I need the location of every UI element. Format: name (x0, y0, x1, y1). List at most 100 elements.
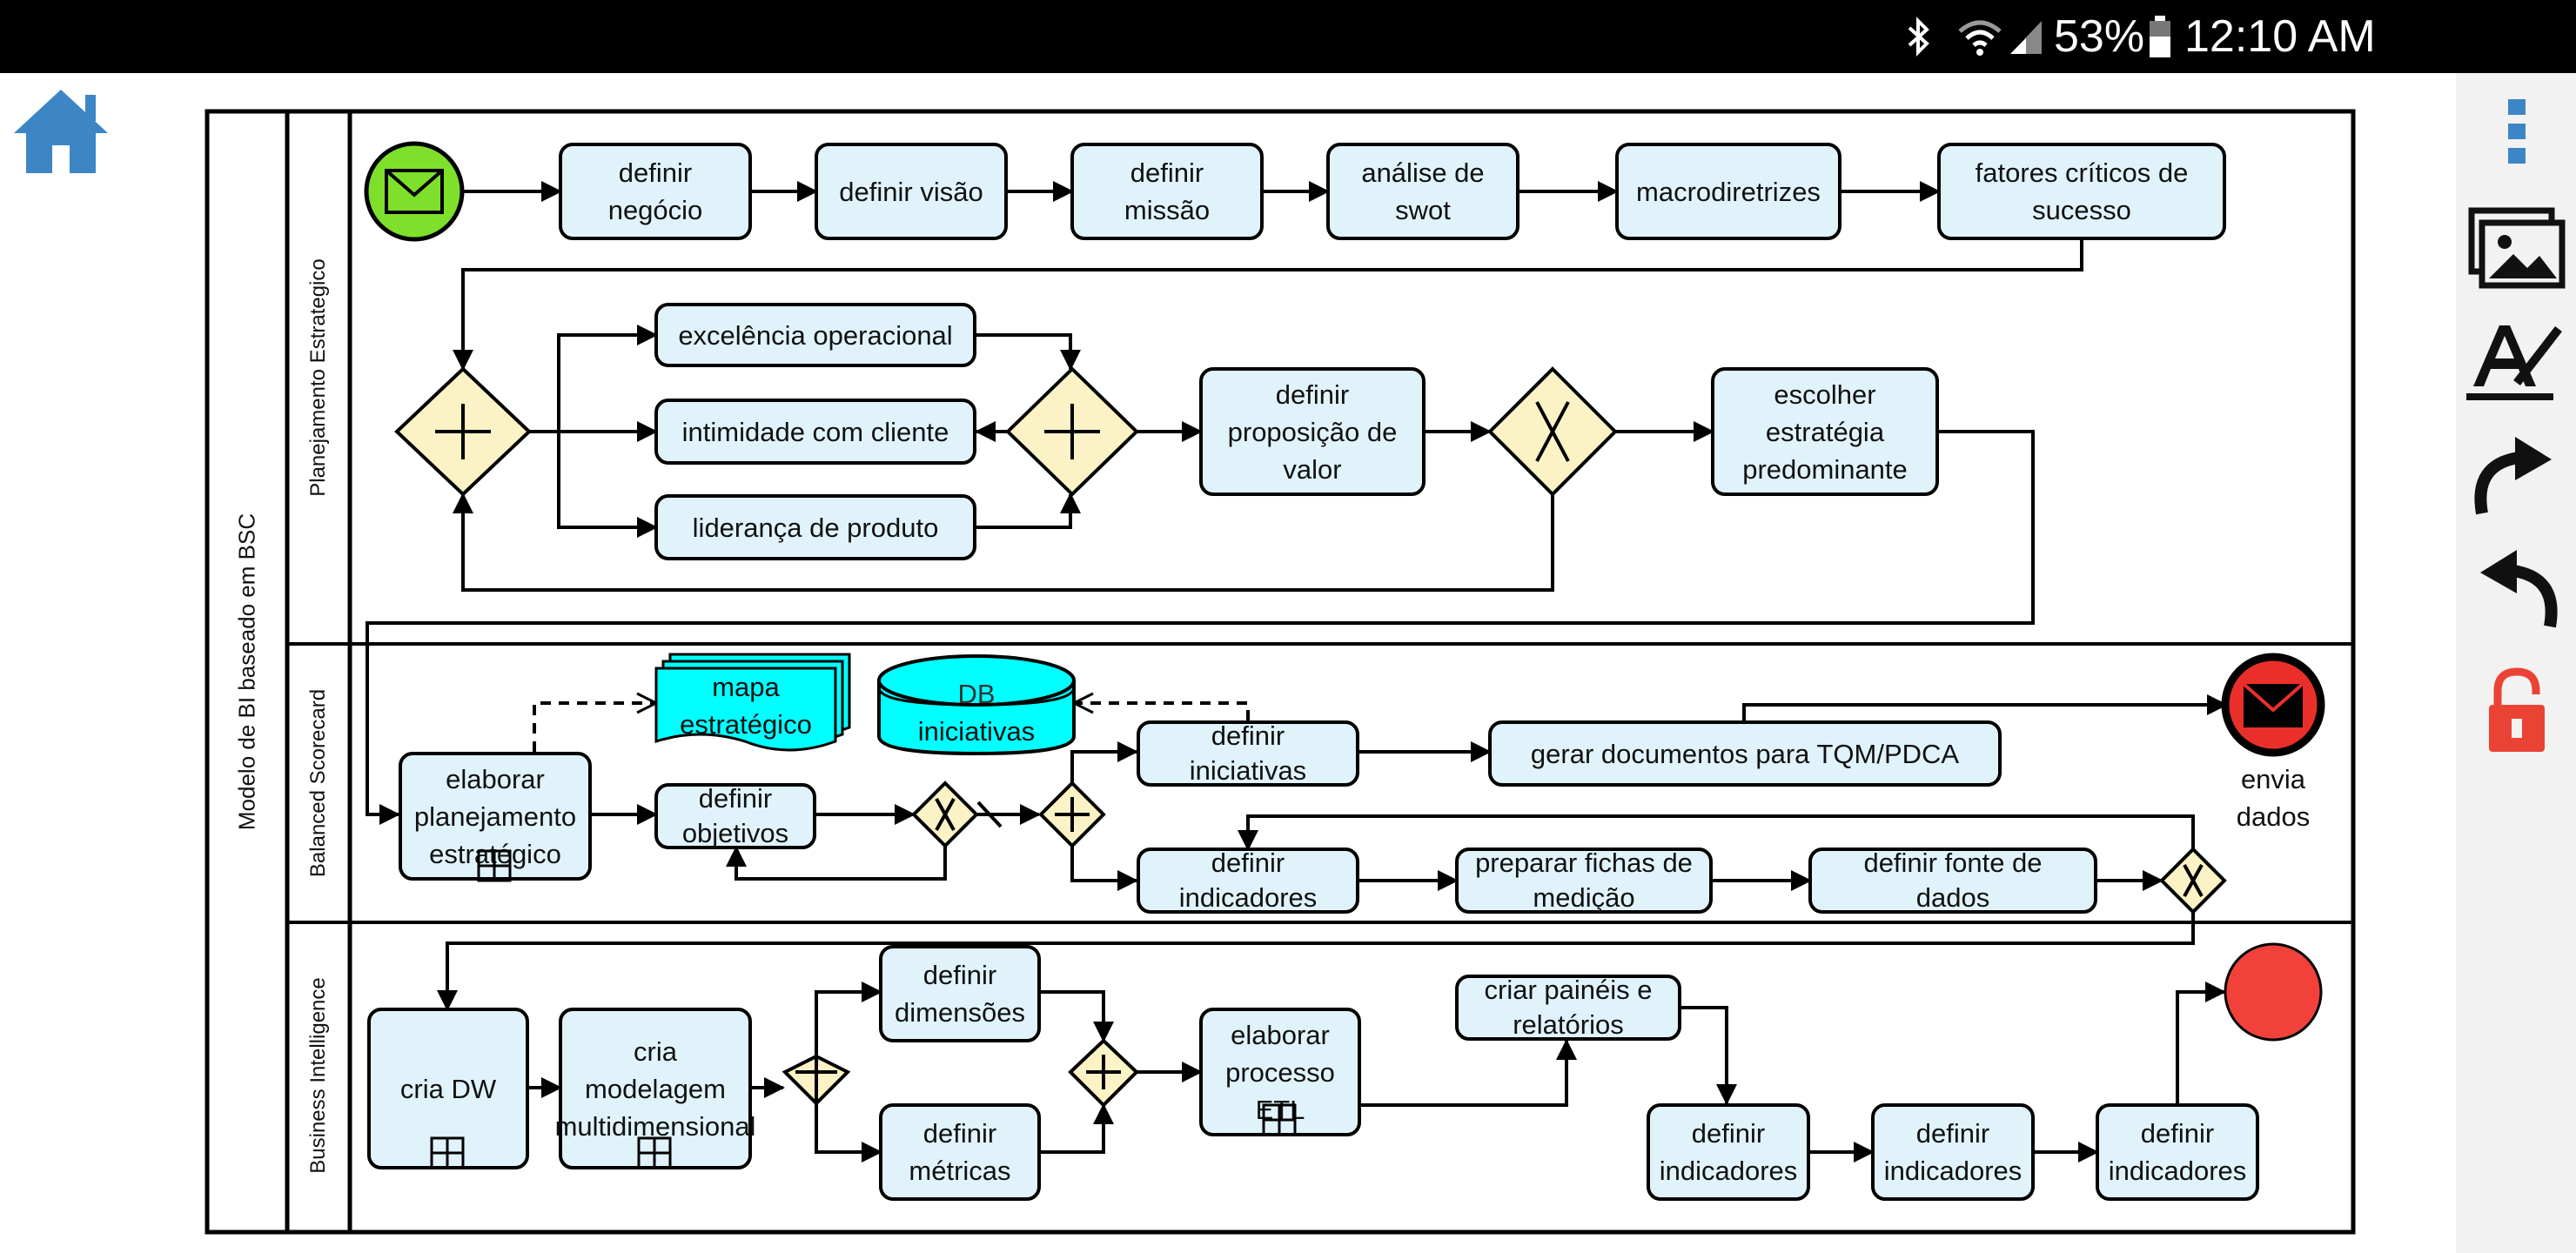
lane-label-business-intelligence: Business Intelligence (306, 977, 330, 1174)
parallel-gateway-model-split[interactable] (782, 1054, 851, 1106)
signal-icon (2010, 21, 2042, 54)
bluetooth-icon (1908, 17, 1929, 57)
task-escolher-estrategia[interactable]: escolher estratégia predominante (1711, 367, 1939, 496)
lane-label-balanced-scorecard: Balanced Scorecard (306, 688, 330, 878)
task-label: escolher (1774, 379, 1876, 410)
task-definir-indicadores-bsc[interactable]: definir indicadores (1137, 848, 1359, 914)
task-label: definir (2140, 1118, 2215, 1149)
parallel-gateway-split[interactable] (394, 366, 532, 497)
wifi-icon (1958, 20, 2002, 56)
task-label: processo (1225, 1056, 1335, 1088)
task-preparar-fichas[interactable]: preparar fichas de medição (1455, 848, 1713, 914)
text-style-icon[interactable] (2456, 317, 2576, 412)
data-label: mapa (712, 672, 780, 702)
image-gallery-icon[interactable] (2456, 204, 2576, 299)
task-cria-dw[interactable]: cria DW (367, 1008, 529, 1169)
data-object-mapa-estrategico[interactable] (654, 653, 851, 752)
task-criar-paineis[interactable]: criar painéis e relatórios (1455, 975, 1681, 1041)
task-label: definir (922, 960, 997, 990)
data-store-db-iniciativas[interactable] (877, 654, 1076, 756)
battery-icon (2150, 16, 2170, 57)
task-label: estratégia (1765, 416, 1885, 447)
task-gerar-documentos[interactable]: gerar documentos para TQM/PDCA (1488, 720, 2002, 787)
task-label: proposição de (1227, 416, 1398, 447)
end-event[interactable] (2224, 942, 2323, 1042)
status-bar: 53% 12:10 AM (0, 0, 2576, 73)
task-label: elaborar (1231, 1019, 1330, 1050)
lane-label-planejamento: Planejamento Estrategico (306, 258, 330, 497)
parallel-gateway-join[interactable] (1005, 366, 1139, 497)
task-intimidade-cliente[interactable]: intimidade com cliente (654, 399, 976, 465)
right-toolbar (2456, 73, 2576, 1253)
task-label: definir (1130, 157, 1204, 188)
task-excelencia-operacional[interactable]: excelência operacional (654, 303, 976, 367)
task-label: indicadores (1883, 1156, 2023, 1186)
end-message-label: envia dados (2221, 761, 2325, 835)
task-label: objetivos (681, 818, 789, 848)
task-label: predominante (1742, 453, 1908, 485)
task-label: definir visão (839, 176, 983, 207)
task-label: dados (1915, 882, 1990, 913)
task-label: definir (698, 783, 773, 814)
task-label: dimensões (895, 997, 1025, 1028)
task-label: preparar fichas de (1475, 848, 1693, 878)
home-icon[interactable] (9, 83, 113, 178)
task-label: criar painéis e (1484, 975, 1653, 1005)
task-label: indicadores (1178, 882, 1318, 913)
task-definir-visao[interactable]: definir visão (815, 143, 1008, 240)
data-object-label: mapa estratégico (656, 668, 835, 743)
task-label: métricas (909, 1156, 1011, 1186)
task-lideranca-produto[interactable]: liderança de produto (654, 494, 976, 560)
exclusive-gateway-objectives[interactable] (911, 781, 979, 848)
parallel-gateway-model-join[interactable] (1068, 1038, 1139, 1108)
end-message-event[interactable] (2221, 653, 2325, 757)
task-label: relatórios (1513, 1009, 1624, 1040)
parallel-gateway-bsc[interactable] (1038, 781, 1106, 848)
task-label: definir (1275, 379, 1350, 410)
exclusive-gateway-data[interactable] (2159, 847, 2227, 915)
task-label: definir (1691, 1118, 1766, 1149)
task-label: modelagem (585, 1073, 726, 1104)
task-definir-metricas[interactable]: definir métricas (879, 1103, 1041, 1201)
event-label: envia (2240, 764, 2306, 794)
task-definir-fonte-dados[interactable]: definir fonte de dados (1808, 848, 2097, 914)
exclusive-gateway-value[interactable] (1487, 366, 1618, 497)
task-label: definir (1211, 720, 1285, 751)
task-label: liderança de produto (692, 512, 939, 543)
task-label: cria DW (399, 1073, 497, 1104)
pool-title: Modelo de BI baseado em BSC (233, 513, 260, 831)
task-label: negócio (607, 195, 703, 225)
task-definir-objetivos[interactable]: definir objetivos (654, 783, 816, 849)
task-label: medição (1533, 882, 1635, 913)
task-label: definir (922, 1118, 997, 1149)
data-label: iniciativas (917, 716, 1036, 747)
task-fatores-criticos[interactable]: fatores críticos de sucesso (1937, 143, 2226, 240)
task-label: sucesso (2032, 195, 2131, 225)
task-definir-dimensoes[interactable]: definir dimensões (879, 945, 1041, 1042)
task-label: fatores críticos de (1975, 157, 2189, 188)
task-label: definir fonte de (1863, 848, 2043, 878)
task-label: macrodiretrizes (1636, 176, 1821, 207)
task-label: elaborar (446, 763, 545, 794)
data-label: estratégico (680, 709, 812, 740)
redo-icon[interactable] (2456, 430, 2576, 526)
start-message-event[interactable] (364, 141, 465, 242)
sequence-flows (366, 181, 2228, 1163)
undo-icon[interactable] (2456, 543, 2576, 639)
task-label: excelência operacional (678, 319, 953, 351)
task-macrodiretrizes[interactable]: macrodiretrizes (1615, 143, 1841, 240)
task-label: definir (1211, 848, 1285, 878)
lock-icon[interactable] (2456, 665, 2576, 761)
more-vertical-icon[interactable] (2456, 82, 2576, 178)
